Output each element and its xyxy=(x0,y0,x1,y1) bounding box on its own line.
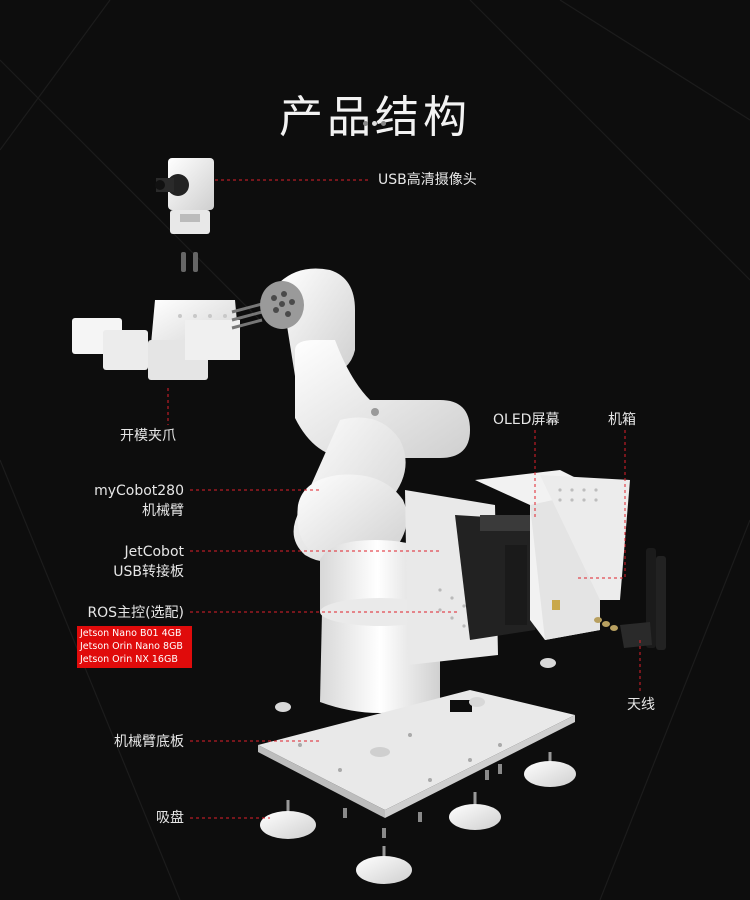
spare-caps xyxy=(275,658,556,712)
ros-option: Jetson Orin NX 16GB xyxy=(80,654,178,665)
suction-cups xyxy=(260,752,576,884)
dot xyxy=(381,121,386,126)
gripper xyxy=(72,300,240,380)
label-oled-screen: OLED屏幕 xyxy=(493,412,560,428)
base-plate xyxy=(258,690,575,818)
camera-screws xyxy=(181,252,198,272)
standoffs xyxy=(594,617,618,631)
label-base-plate: 机械臂底板 xyxy=(114,734,184,750)
ros-options-box: Jetson Nano B01 4GB Jetson Orin Nano 8GB… xyxy=(77,626,192,668)
title-dots xyxy=(363,121,386,126)
dot-active xyxy=(372,121,377,126)
label-mycobot-line2: 机械臂 xyxy=(142,503,184,519)
label-mycobot-arm: myCobot280 机械臂 xyxy=(80,481,184,521)
antenna xyxy=(620,548,666,650)
label-usb-camera: USB高清摄像头 xyxy=(378,172,477,188)
label-jetcobot-line2: USB转接板 xyxy=(113,564,184,580)
label-antenna: 天线 xyxy=(627,697,655,713)
ros-option: Jetson Orin Nano 8GB xyxy=(80,641,183,652)
screws xyxy=(343,764,502,838)
label-jetcobot-line1: JetCobot xyxy=(124,544,184,560)
label-suction-cup: 吸盘 xyxy=(156,810,184,826)
leader-lines xyxy=(167,179,641,819)
gripper-screws xyxy=(231,302,263,330)
label-ros-controller: ROS主控(选配) xyxy=(87,605,184,621)
electronics-assembly xyxy=(405,470,630,665)
usb-camera xyxy=(155,158,214,234)
page-title: 产品结构 xyxy=(279,92,471,144)
label-mycobot-line1: myCobot280 xyxy=(94,483,184,499)
label-case: 机箱 xyxy=(608,412,636,428)
label-gripper: 开模夹爪 xyxy=(120,428,176,444)
dot xyxy=(363,121,368,126)
ros-option: Jetson Nano B01 4GB xyxy=(80,628,182,639)
label-jetcobot-board: JetCobot USB转接板 xyxy=(80,542,184,582)
